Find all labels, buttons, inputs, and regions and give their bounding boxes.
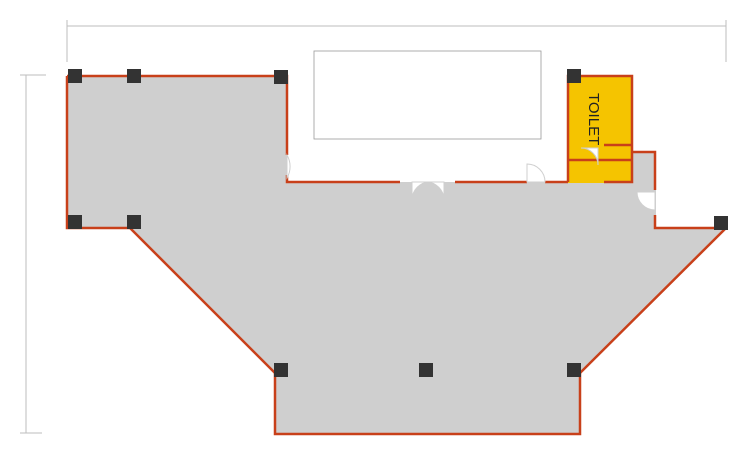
toilet-room xyxy=(568,76,632,183)
wall-diagonal-east xyxy=(579,227,727,374)
column xyxy=(68,215,82,229)
door-east[interactable] xyxy=(636,191,656,211)
columns xyxy=(68,69,728,377)
column xyxy=(567,69,581,83)
door-toilet[interactable] xyxy=(580,147,599,166)
dimension-lines xyxy=(20,20,727,434)
wall-toilet xyxy=(566,74,634,184)
door-corridor[interactable] xyxy=(526,163,546,183)
top-dimension-line xyxy=(66,20,727,62)
door-main-right[interactable] xyxy=(425,181,445,201)
column xyxy=(68,69,82,83)
toilet-label: TOILET xyxy=(585,93,602,145)
column xyxy=(127,69,141,83)
wall-east xyxy=(632,150,726,230)
column xyxy=(419,363,433,377)
column xyxy=(714,216,728,230)
doors xyxy=(286,147,656,211)
left-dimension-line xyxy=(20,74,46,434)
main-hall-floor xyxy=(67,76,726,434)
wall-south xyxy=(273,373,582,436)
column xyxy=(127,215,141,229)
column xyxy=(567,363,581,377)
door-west[interactable] xyxy=(286,153,291,180)
column xyxy=(274,363,288,377)
void-outline xyxy=(313,50,542,140)
column xyxy=(274,70,288,84)
wall-diagonal-west xyxy=(129,227,276,374)
